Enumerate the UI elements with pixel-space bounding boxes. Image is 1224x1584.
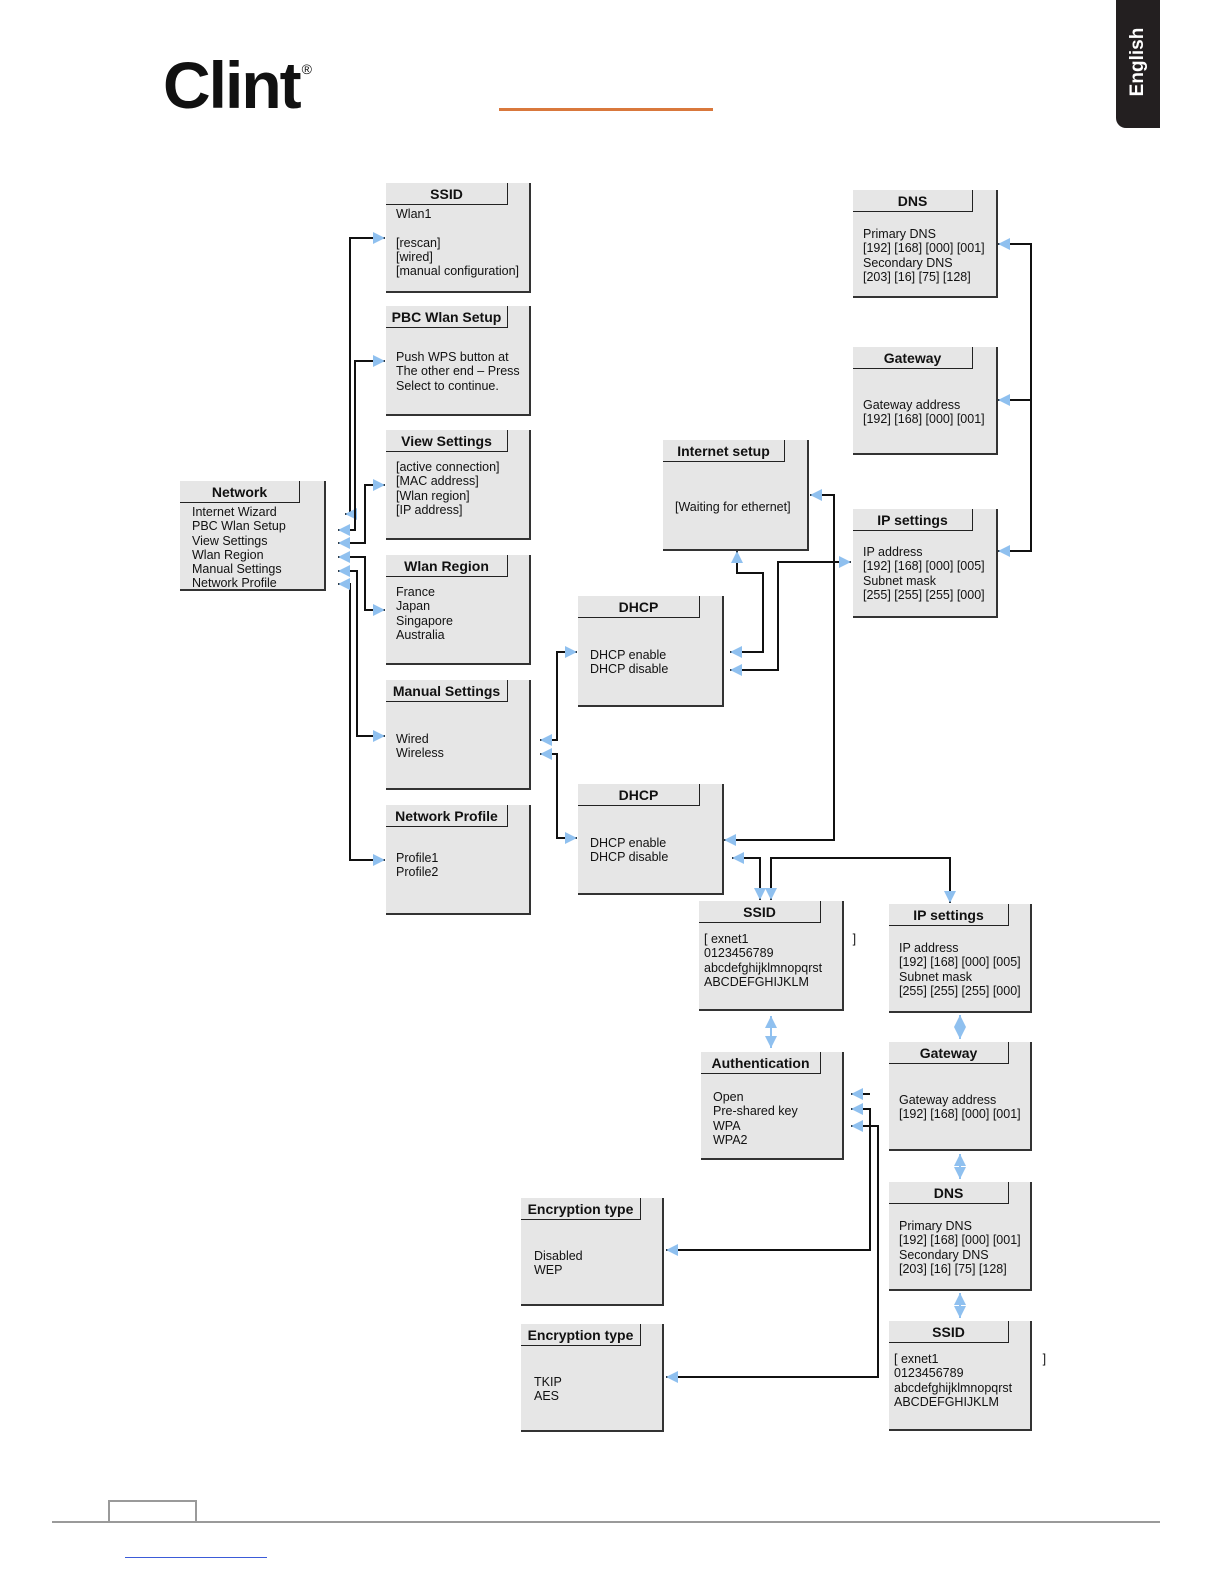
footer-link-underline <box>125 1557 267 1558</box>
connector-network-pbc <box>338 355 385 536</box>
connector-network-ssid <box>345 232 385 520</box>
box-body: Wired Wireless <box>396 732 444 761</box>
box-body: Wlan1 [rescan] [wired] [manual configura… <box>396 207 519 279</box>
registered-mark: ® <box>301 61 312 77</box>
box-title: Internet setup <box>663 440 785 462</box>
logo-text: Clint <box>163 48 302 122</box>
box-title: DHCP <box>578 784 700 806</box>
connector-auth-enc2 <box>666 1120 879 1383</box>
box-body: DHCP enable DHCP disable <box>590 648 669 677</box>
box-title: Encryption type <box>521 1198 641 1220</box>
box-body: [ exnet1 ] 0123456789 abcdefghijklmnopqr… <box>704 932 857 989</box>
footer-rule <box>52 1521 1160 1523</box>
connector-dhcp-ip <box>730 556 851 676</box>
box-body: Primary DNS [192] [168] [000] [001] Seco… <box>899 1219 1021 1276</box>
box-title: IP settings <box>853 509 973 531</box>
box-title: Encryption type <box>521 1324 641 1346</box>
connector-ssid-ip <box>765 857 956 903</box>
box-body: IP address [192] [168] [000] [005] Subne… <box>863 545 985 602</box>
connector-network-view <box>338 479 385 549</box>
box-title: Authentication <box>701 1052 821 1074</box>
dhcp-wired-box: DHCP DHCP enable DHCP disable <box>578 596 724 707</box>
box-title: SSID <box>699 901 821 923</box>
box-body: DHCP enable DHCP disable <box>590 836 669 865</box>
encryption-type-2-box: Encryption type TKIP AES <box>521 1324 664 1432</box>
box-body: Gateway address [192] [168] [000] [001] <box>899 1093 1021 1122</box>
box-title: Gateway <box>889 1042 1009 1064</box>
footer-page-tab <box>108 1500 197 1522</box>
box-body: [active connection] [MAC address] [Wlan … <box>396 460 500 517</box>
pbc-wlan-setup-box: PBC Wlan Setup Push WPS button at The ot… <box>386 306 531 416</box>
connector-dhcp-internet <box>730 551 764 658</box>
connector-network-profile <box>338 578 385 866</box>
box-title: DHCP <box>578 596 700 618</box>
box-title: Manual Settings <box>386 680 508 702</box>
box-body: France Japan Singapore Australia <box>396 585 453 642</box>
ip-settings-mid-box: IP settings IP address [192] [168] [000]… <box>889 904 1032 1013</box>
box-title: SSID <box>386 183 508 205</box>
box-title: PBC Wlan Setup <box>386 306 508 328</box>
box-title: Wlan Region <box>386 555 508 577</box>
box-body: IP address [192] [168] [000] [005] Subne… <box>899 941 1021 998</box>
authentication-box: Authentication Open Pre-shared key WPA W… <box>701 1052 844 1160</box>
header-accent-rule <box>499 108 713 111</box>
box-title: View Settings <box>386 430 508 452</box>
box-title: SSID <box>889 1321 1009 1343</box>
box-body: TKIP AES <box>534 1375 562 1404</box>
box-body: Disabled WEP <box>534 1249 583 1278</box>
network-menu-box: Network Internet Wizard PBC Wlan Setup V… <box>180 481 326 591</box>
box-body: Internet Wizard PBC Wlan Setup View Sett… <box>192 505 286 591</box>
box-body: Profile1 Profile2 <box>396 851 439 880</box>
dns-mid-box: DNS Primary DNS [192] [168] [000] [001] … <box>889 1182 1032 1291</box>
connector-wired-dhcp <box>540 646 577 746</box>
dhcp-wireless-box: DHCP DHCP enable DHCP disable <box>578 784 724 895</box>
language-tab: English <box>1116 0 1160 128</box>
wlan-region-box: Wlan Region France Japan Singapore Austr… <box>386 555 531 665</box>
network-profile-box: Network Profile Profile1 Profile2 <box>386 805 531 915</box>
view-settings-box: View Settings [active connection] [MAC a… <box>386 430 531 540</box>
dns-top-box: DNS Primary DNS [192] [168] [000] [001] … <box>853 190 998 298</box>
box-body: Primary DNS [192] [168] [000] [001] Seco… <box>863 227 985 284</box>
gateway-mid-box: Gateway Gateway address [192] [168] [000… <box>889 1042 1032 1151</box>
box-title: Network <box>180 481 300 503</box>
box-body: [Waiting for ethernet] <box>675 500 791 514</box>
ssid-top-box: SSID Wlan1 [rescan] [wired] [manual conf… <box>386 183 531 293</box>
clint-logo: Clint® <box>163 52 312 118</box>
connector-network-manual <box>338 565 385 742</box>
gateway-top-box: Gateway Gateway address [192] [168] [000… <box>853 347 998 455</box>
ssid-bottom-box: SSID [ exnet1 ] 0123456789 abcdefghijklm… <box>889 1321 1047 1431</box>
box-body: Gateway address [192] [168] [000] [001] <box>863 398 985 427</box>
box-title: DNS <box>889 1182 1009 1204</box>
box-title: DNS <box>853 190 973 212</box>
ssid-mid-box: SSID [ exnet1 ] 0123456789 abcdefghijklm… <box>699 901 857 1011</box>
connector-dns-gateway-ip <box>998 238 1032 557</box>
ip-settings-top-box: IP settings IP address [192] [168] [000]… <box>853 509 998 618</box>
encryption-type-1-box: Encryption type Disabled WEP <box>521 1198 664 1306</box>
manual-settings-box: Manual Settings Wired Wireless <box>386 680 531 790</box>
box-title: Network Profile <box>386 805 508 827</box>
internet-setup-box: Internet setup [Waiting for ethernet] <box>663 440 809 551</box>
connector-dhcp2-internet <box>724 489 835 846</box>
box-body: Push WPS button at The other end – Press… <box>396 350 520 393</box>
connector-wireless-dhcp <box>540 748 577 844</box>
box-body: [ exnet1 ] 0123456789 abcdefghijklmnopqr… <box>894 1352 1047 1409</box>
box-body: Open Pre-shared key WPA WPA2 <box>713 1090 798 1147</box>
connector-dhcp2-ssid <box>732 852 766 900</box>
box-title: Gateway <box>853 347 973 369</box>
box-title: IP settings <box>889 904 1009 926</box>
